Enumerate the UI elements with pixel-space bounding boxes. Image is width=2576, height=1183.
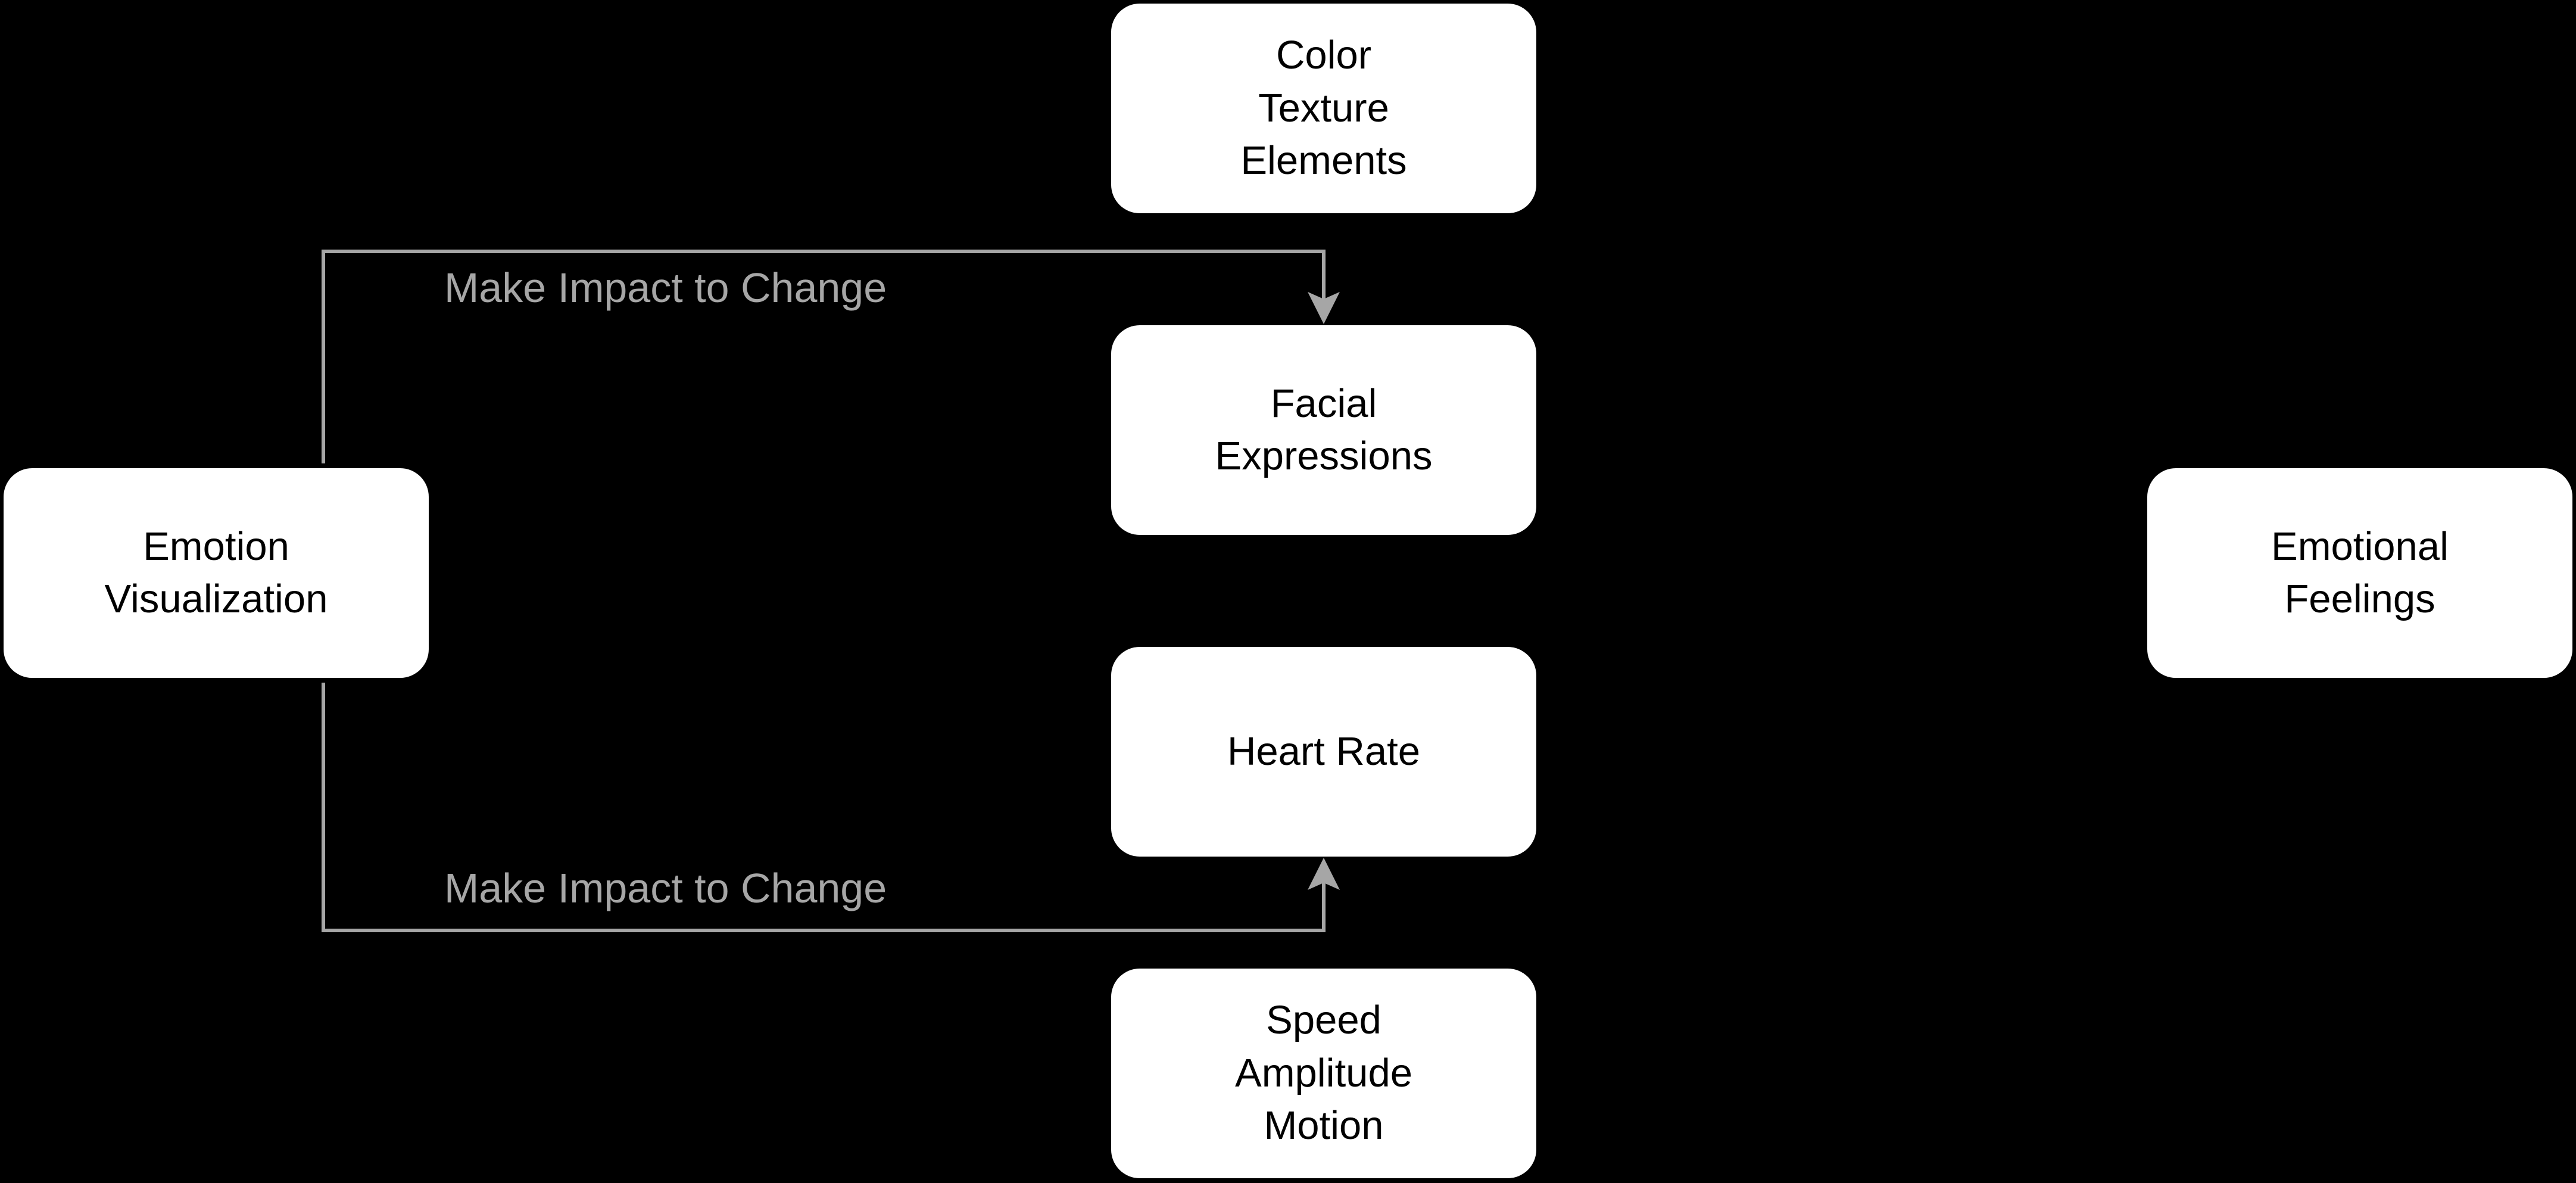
node-color-texture-elements: Color Texture Elements [1111,4,1536,213]
node-text-line: Emotional [2271,524,2449,569]
node-text-line: Motion [1264,1103,1384,1148]
node-text-line: Texture [1258,85,1389,130]
node-text-line: Elements [1240,138,1407,183]
edge-label-to-facial: Make Impact to Change [444,264,887,311]
node-text-line: Feelings [2284,577,2435,621]
node-text-line: Speed [1266,998,1381,1043]
node-heart-rate: Heart Rate [1111,647,1536,857]
arrowhead-facial-expressions [1308,292,1340,324]
node-emotional-feelings: Emotional Feelings [2147,468,2572,678]
node-text-line: Amplitude [1235,1050,1412,1095]
node-text-line: Facial [1270,381,1377,426]
node-text-line: Heart Rate [1227,729,1420,774]
node-speed-amplitude-motion: Speed Amplitude Motion [1111,969,1536,1178]
node-text-line: Expressions [1215,434,1433,478]
edge-label-to-heart: Make Impact to Change [444,865,887,911]
edge-to-facial-expressions [322,250,1326,463]
arrowhead-heart-rate [1308,858,1340,890]
edge-to-heart-rate [322,683,1326,932]
node-text-line: Emotion [143,524,289,569]
node-text-line: Visualization [104,577,328,621]
node-emotion-visualization: Emotion Visualization [4,468,429,678]
node-text-line: Color [1275,33,1372,78]
node-facial-expressions: Facial Expressions [1111,325,1536,535]
